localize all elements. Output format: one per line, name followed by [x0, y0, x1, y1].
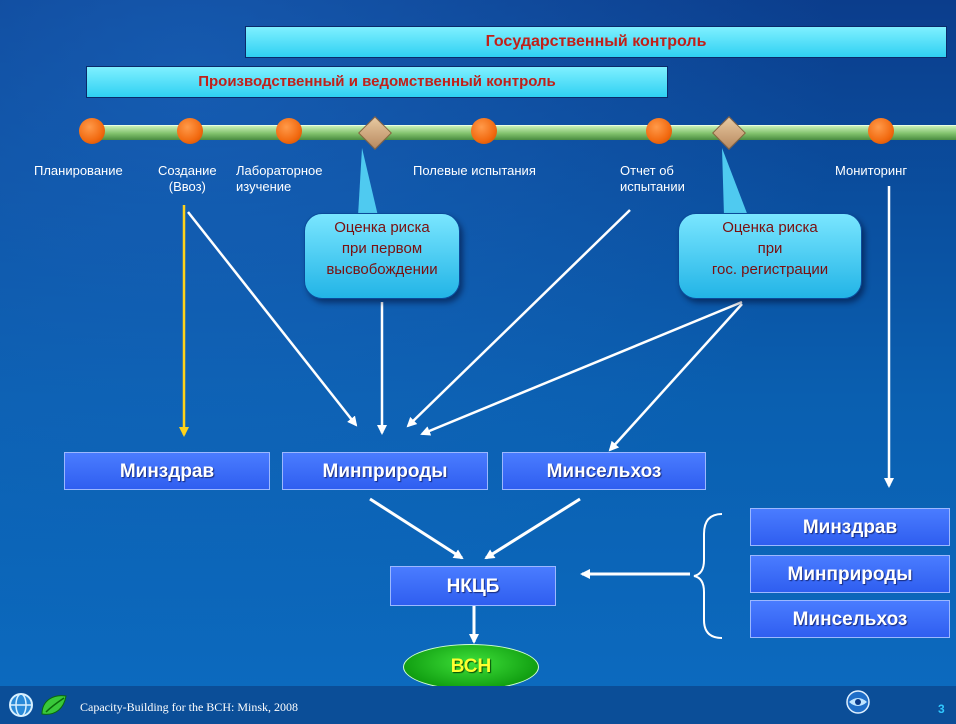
callout-risk-registration: Оценка риска при гос. регистрации — [678, 213, 862, 299]
ministry-nature: Минприроды — [282, 452, 488, 490]
stage-label-lab-line2: изучение — [236, 179, 292, 194]
production-control-banner: Производственный и ведомственный контрол… — [86, 66, 668, 98]
ministry-health: Минздрав — [64, 452, 270, 490]
bch-ellipse: ВСН — [403, 644, 539, 690]
state-control-banner: Государственный контроль — [245, 26, 947, 58]
leaf-logo-icon — [41, 695, 67, 715]
timeline-node-field-trials — [471, 118, 497, 144]
arrow-creation-to-nature — [187, 211, 358, 427]
group-ministry-health: Минздрав — [750, 508, 950, 546]
footer-logos — [9, 693, 67, 717]
stage-label-planning: Планирование — [34, 163, 123, 178]
bch-logo-icon — [846, 690, 870, 714]
arrow-report-to-nature — [406, 209, 631, 428]
stage-label-lab-line1: Лабораторное — [236, 163, 323, 178]
callout-registration-line3: гос. регистрации — [711, 261, 829, 278]
stage-label-trial-report-line2: испытании — [620, 179, 685, 194]
timeline-node-planning — [79, 118, 105, 144]
group-brace — [693, 513, 723, 639]
timeline-node-monitoring — [868, 118, 894, 144]
arrow-registration-to-nature — [420, 300, 743, 436]
callout-registration-line2: при — [757, 240, 783, 257]
stage-label-field-trials: Полевые испытания — [413, 163, 536, 178]
arrow-registration-to-agriculture — [608, 303, 743, 452]
callout-first-release-line3: высвобождении — [326, 261, 438, 278]
callout-first-release-line2: при первом — [341, 240, 423, 257]
callout-first-release-line1: Оценка риска — [334, 219, 430, 236]
group-ministry-nature: Минприроды — [750, 555, 950, 593]
nkcb-box: НКЦБ — [390, 566, 556, 606]
arrow-agriculture-to-nkcb — [484, 497, 581, 560]
stage-label-creation-line2: (Ввоз) — [168, 179, 206, 194]
page-number: 3 — [938, 702, 945, 716]
stage-label-lab: Лабораторное изучение — [236, 163, 323, 195]
callout-pointer-registration — [722, 148, 748, 216]
group-ministry-agriculture: Минсельхоз — [750, 600, 950, 638]
stage-label-trial-report-line1: Отчет об — [620, 163, 674, 178]
footer-text: Capacity-Building for the BCH: Minsk, 20… — [80, 700, 298, 714]
timeline-node-creation — [177, 118, 203, 144]
stage-label-creation: Создание (Ввоз) — [158, 163, 217, 195]
timeline-node-trial-report — [646, 118, 672, 144]
callout-registration-line1: Оценка риска — [722, 219, 818, 236]
callout-risk-first-release: Оценка риска при первом высвобождении — [304, 213, 460, 299]
callout-pointer-first-release — [358, 148, 378, 216]
stage-label-trial-report: Отчет об испытании — [620, 163, 685, 195]
arrow-nature-to-nkcb — [369, 497, 464, 560]
footer-bar — [0, 686, 956, 724]
timeline-node-lab — [276, 118, 302, 144]
stage-label-creation-line1: Создание — [158, 163, 217, 178]
stage-label-monitoring: Мониторинг — [835, 163, 908, 178]
ministry-agriculture: Минсельхоз — [502, 452, 706, 490]
bch-globe-logo-icon — [9, 693, 33, 717]
